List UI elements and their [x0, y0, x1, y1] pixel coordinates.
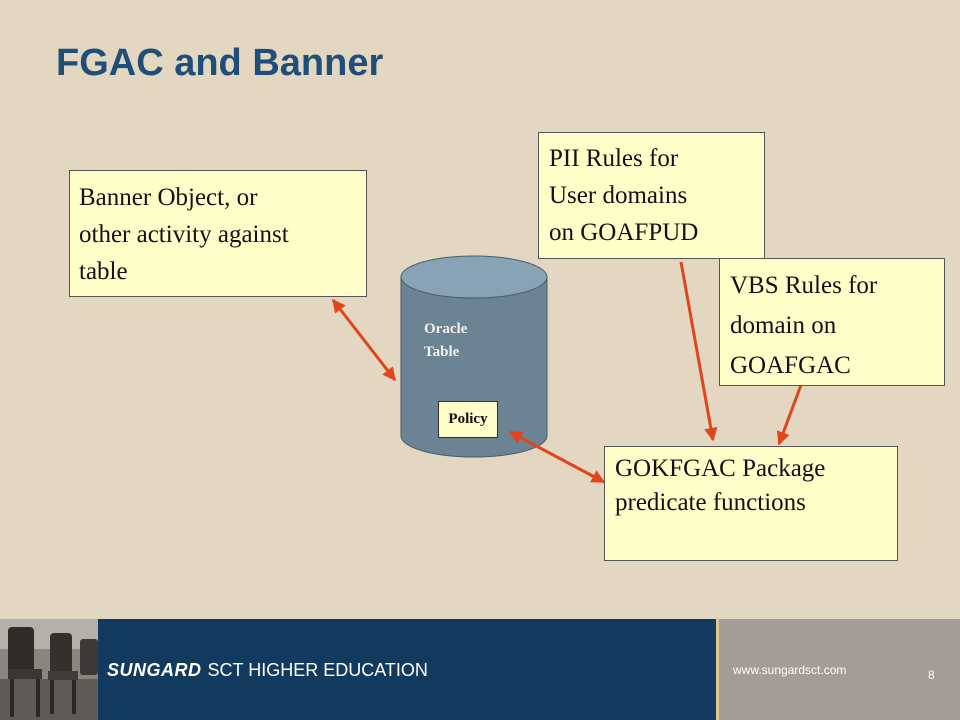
- slide-title: FGAC and Banner: [56, 42, 384, 84]
- chairs-photo: [0, 619, 98, 720]
- oracle-table-label: Oracle Table: [424, 318, 467, 364]
- box-line: VBS Rules for: [730, 272, 878, 299]
- oracle-table-cylinder: [400, 255, 548, 458]
- policy-box: Policy: [438, 401, 498, 438]
- brand-bold: SUNGARD: [107, 660, 202, 680]
- box-line: GOKFGAC Package: [615, 455, 826, 482]
- vbs-rules-box: VBS Rules for domain on GOAFGAC: [719, 258, 945, 386]
- arrow-pii-to-gokfgac: [679, 261, 718, 442]
- box-line: on GOAFPUD: [549, 219, 699, 246]
- oracle-label-line: Oracle: [424, 321, 468, 337]
- brand-bar: [98, 619, 716, 720]
- page-number: 8: [928, 668, 935, 682]
- footer-url: www.sungardsct.com: [733, 663, 847, 677]
- banner-object-box: Banner Object, or other activity against…: [69, 170, 367, 297]
- arrow-banner-to-table: [331, 298, 397, 382]
- box-line: PII Rules for: [549, 145, 679, 172]
- box-line: table: [79, 258, 128, 285]
- arrow-vbs-to-gokfgac: [776, 384, 803, 446]
- footer-grey-block: [719, 619, 960, 720]
- box-line: domain on: [730, 312, 837, 339]
- table-label-line: Table: [424, 344, 460, 360]
- box-line: GOAFGAC: [730, 352, 851, 379]
- pii-rules-box: PII Rules for User domains on GOAFPUD: [538, 132, 765, 259]
- chairs-image: [0, 619, 98, 720]
- arrow-policy-to-gokfgac: [508, 430, 606, 484]
- box-line: other activity against: [79, 221, 289, 248]
- box-line: User domains: [549, 182, 688, 209]
- gokfgac-package-box: GOKFGAC Package predicate functions: [604, 446, 898, 561]
- box-line: predicate functions: [615, 489, 806, 516]
- brand-rest: SCT HIGHER EDUCATION: [207, 660, 428, 680]
- box-line: Banner Object, or: [79, 184, 258, 211]
- footer-divider: [716, 619, 719, 720]
